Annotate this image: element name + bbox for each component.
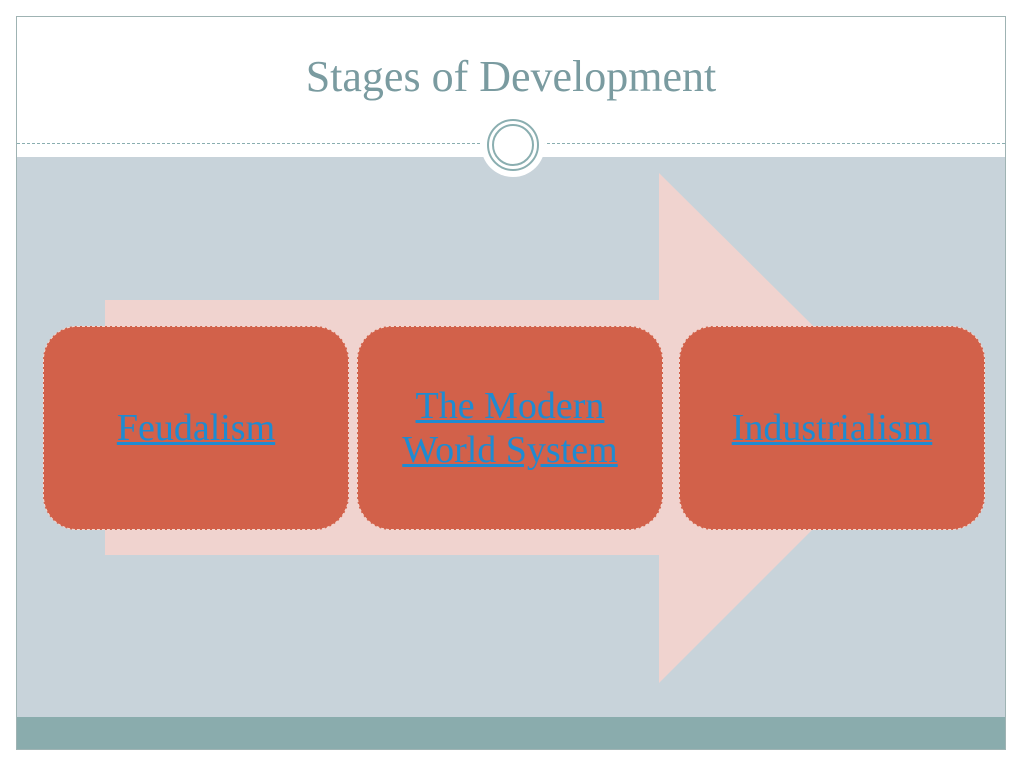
slide: Stages of Development Feudalism The Mode… <box>16 16 1006 750</box>
stage-link-modern-world-system[interactable]: The Modern World System <box>402 385 618 471</box>
stage-box-feudalism: Feudalism <box>43 326 349 530</box>
stage-link-industrialism[interactable]: Industrialism <box>731 407 933 449</box>
stage-box-industrialism: Industrialism <box>679 326 985 530</box>
ornament-inner-ring <box>492 124 534 166</box>
stage-link-feudalism[interactable]: Feudalism <box>116 407 276 449</box>
stage-box-modern-world-system: The Modern World System <box>357 326 663 530</box>
ornament-outer-ring <box>487 119 539 171</box>
footer-bar <box>17 717 1005 749</box>
slide-title: Stages of Development <box>305 52 717 101</box>
